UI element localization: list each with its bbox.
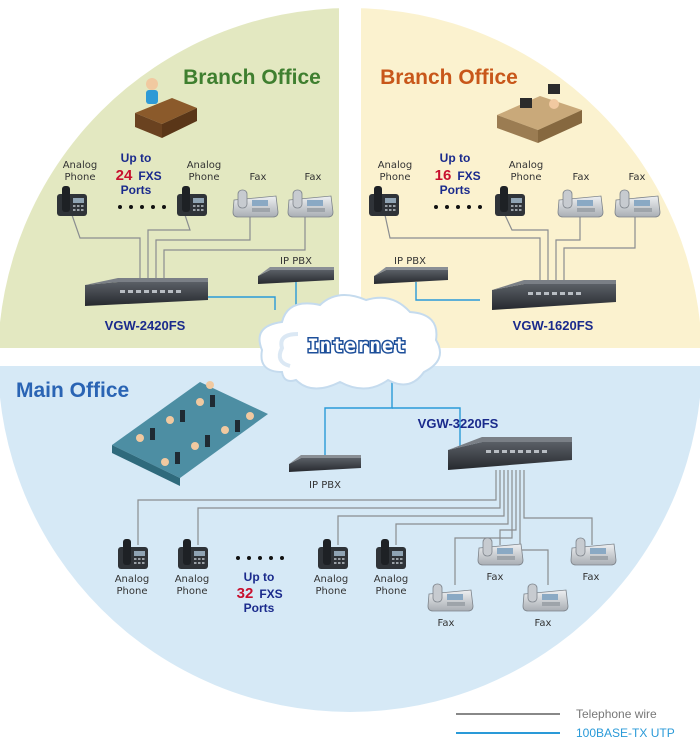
ports-word: Ports bbox=[121, 183, 152, 197]
up-to-label: Up to bbox=[244, 570, 275, 584]
legend-utp-label: 100BASE-TX UTP bbox=[576, 726, 675, 740]
fax-label: Fax bbox=[583, 572, 600, 583]
analog-phone-label: Phone bbox=[177, 586, 208, 597]
ip-pbx-right-label: IP PBX bbox=[394, 256, 426, 267]
vgw-3220fs-label: VGW-3220FS bbox=[418, 416, 499, 431]
main-ports-callout: Up to 32 FXS Ports bbox=[237, 570, 283, 615]
fax-label: Fax bbox=[535, 618, 552, 629]
telephone-wires bbox=[71, 214, 636, 585]
vgw-2420fs-label: VGW-2420FS bbox=[105, 318, 186, 333]
branch-office-right-title: Branch Office bbox=[380, 66, 518, 89]
analog-phone-label: Phone bbox=[65, 172, 96, 183]
analog-phone-label: Phone bbox=[117, 586, 148, 597]
ip-pbx-right-device bbox=[374, 267, 448, 284]
ports-count: 24 bbox=[116, 167, 133, 184]
analog-phone-label: Phone bbox=[316, 586, 347, 597]
ports-unit: FXS bbox=[457, 169, 480, 183]
internet-label: Internet bbox=[307, 335, 407, 357]
branch-office-left-title: Branch Office bbox=[183, 66, 321, 89]
ports-count: 16 bbox=[435, 167, 452, 184]
ip-pbx-left-label: IP PBX bbox=[280, 256, 312, 267]
analog-phone-label: Analog bbox=[175, 574, 210, 585]
legend-telephone-label: Telephone wire bbox=[576, 707, 657, 721]
vgw-1620fs-label: VGW-1620FS bbox=[513, 318, 594, 333]
ellipsis-dots bbox=[118, 205, 482, 560]
analog-phone-label: Analog bbox=[63, 160, 98, 171]
analog-phone-label: Analog bbox=[115, 574, 150, 585]
fax-label: Fax bbox=[250, 172, 267, 183]
analog-phone-label: Analog bbox=[378, 160, 413, 171]
branch-left-office-illustration bbox=[135, 78, 197, 138]
analog-phone-label: Analog bbox=[374, 574, 409, 585]
ports-unit: FXS bbox=[259, 587, 282, 601]
up-to-label: Up to bbox=[440, 151, 471, 165]
right-ports-callout: Up to 16 FXS Ports bbox=[435, 151, 481, 197]
vgw-3220fs-device bbox=[448, 437, 572, 470]
fax-label: Fax bbox=[629, 172, 646, 183]
main-office-title: Main Office bbox=[16, 379, 129, 402]
vgw-2420fs-device bbox=[85, 278, 208, 306]
ports-word: Ports bbox=[244, 601, 275, 615]
ports-count: 32 bbox=[237, 585, 254, 602]
ip-pbx-main-label: IP PBX bbox=[309, 480, 341, 491]
ports-word: Ports bbox=[440, 183, 471, 197]
legend: Telephone wire 100BASE-TX UTP bbox=[456, 707, 675, 740]
internet-cloud: Internet bbox=[258, 294, 441, 390]
analog-phone-label: Phone bbox=[511, 172, 542, 183]
fax-label: Fax bbox=[573, 172, 590, 183]
vgw-1620fs-device bbox=[492, 280, 616, 310]
analog-phone-label: Phone bbox=[376, 586, 407, 597]
main-office-cubicles-illustration bbox=[112, 381, 268, 486]
branch-right-office-illustration bbox=[497, 84, 582, 143]
analog-phone-label: Phone bbox=[380, 172, 411, 183]
fax-label: Fax bbox=[487, 572, 504, 583]
analog-phone-label: Analog bbox=[187, 160, 222, 171]
utp-links bbox=[208, 282, 480, 458]
fax-label: Fax bbox=[438, 618, 455, 629]
left-ports-callout: Up to 24 FXS Ports bbox=[116, 151, 162, 197]
ports-unit: FXS bbox=[138, 169, 161, 183]
fax-label: Fax bbox=[305, 172, 322, 183]
ip-pbx-left-device bbox=[258, 267, 334, 284]
up-to-label: Up to bbox=[121, 151, 152, 165]
analog-phone-label: Analog bbox=[314, 574, 349, 585]
analog-phone-label: Analog bbox=[509, 160, 544, 171]
analog-phone-label: Phone bbox=[189, 172, 220, 183]
ip-pbx-main-device bbox=[289, 455, 361, 472]
